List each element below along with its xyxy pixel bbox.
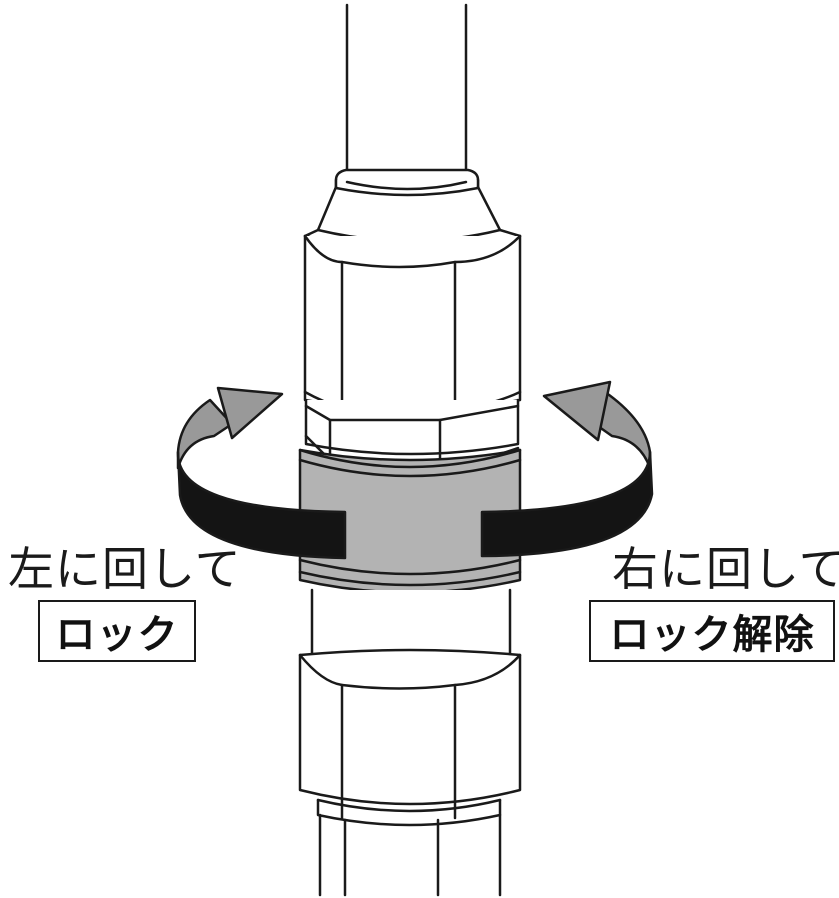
rotate-right-caption: 右に回して	[612, 542, 839, 596]
upper-pipe	[345, 3, 468, 187]
unlock-label-box: ロック解除	[589, 600, 835, 662]
lower-hex-nut	[298, 648, 522, 827]
lower-pipe	[318, 813, 502, 897]
locking-ring	[298, 448, 522, 594]
rotate-left-arrow-icon	[176, 386, 347, 560]
lock-label: ロック	[55, 612, 179, 658]
rotate-right-arrow-icon	[480, 380, 654, 558]
upper-hex-nut	[303, 234, 522, 415]
lock-label-box: ロック	[38, 600, 196, 662]
rotate-left-caption: 左に回して	[8, 542, 242, 596]
unlock-label: ロック解除	[609, 612, 815, 658]
